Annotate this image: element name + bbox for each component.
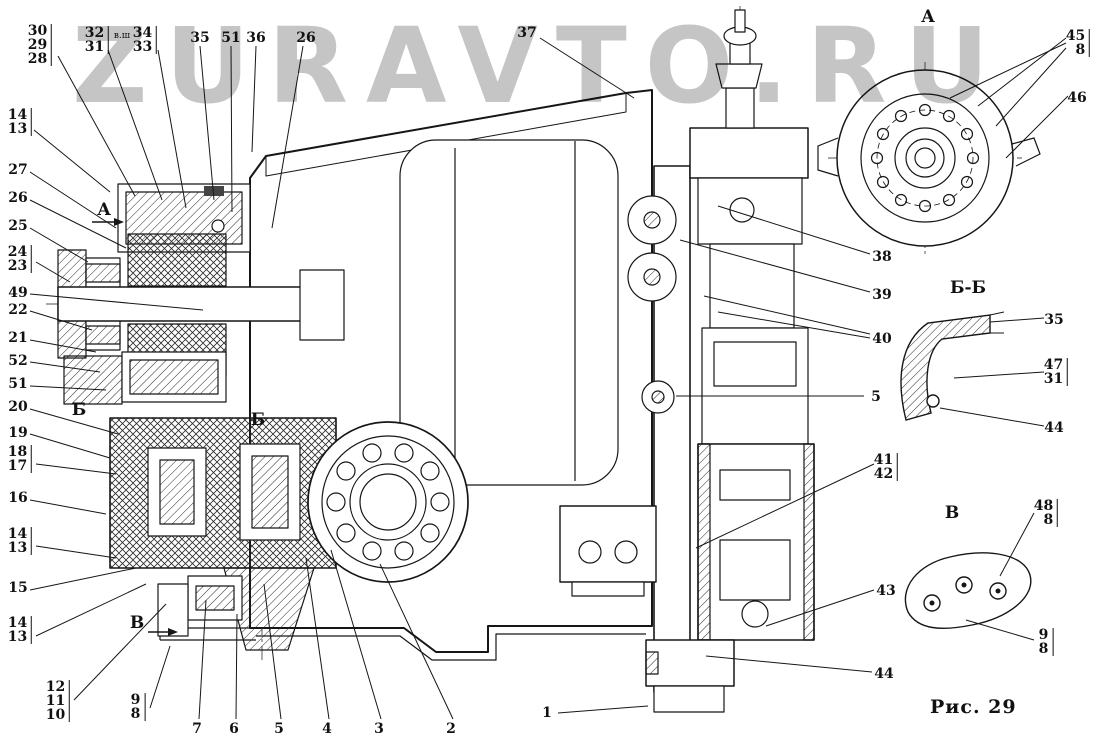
main-gear-block bbox=[109, 417, 337, 569]
leader-line bbox=[999, 512, 1035, 577]
leader-line bbox=[29, 310, 93, 331]
detail-view-a-drawing bbox=[817, 62, 1041, 254]
input-shaft-assembly bbox=[57, 233, 345, 405]
leader-line bbox=[35, 545, 117, 559]
leader-line bbox=[29, 361, 101, 373]
leader-line bbox=[35, 583, 147, 637]
leader-line bbox=[33, 129, 111, 193]
leader-line bbox=[199, 45, 215, 201]
leader-line bbox=[965, 619, 1035, 641]
leader-line bbox=[29, 567, 137, 591]
leader-line bbox=[953, 371, 1045, 379]
leader-line bbox=[29, 293, 204, 311]
main-ball-bearing bbox=[307, 421, 469, 583]
leader-line bbox=[949, 42, 1067, 99]
watermark: ZURAVTO.RU bbox=[72, 5, 1007, 127]
leader-line bbox=[157, 49, 187, 209]
figure-caption: Рис. 29 bbox=[930, 696, 1017, 718]
leader-line bbox=[29, 433, 111, 459]
leader-line bbox=[1005, 95, 1069, 159]
leader-line bbox=[57, 55, 136, 197]
leader-line bbox=[29, 499, 107, 515]
detail-view-v-drawing bbox=[904, 552, 1032, 629]
right-pump-assembly bbox=[627, 127, 815, 693]
leader-line bbox=[149, 645, 171, 709]
leader-line bbox=[557, 705, 649, 714]
detail-view-bb-drawing bbox=[900, 311, 1005, 421]
leader-line bbox=[29, 199, 127, 249]
leader-line bbox=[29, 408, 119, 435]
leader-line bbox=[379, 563, 454, 720]
lower-left-pump bbox=[559, 505, 657, 597]
leader-line bbox=[717, 205, 871, 255]
leader-line bbox=[989, 317, 1045, 323]
breather-cap bbox=[715, 9, 763, 129]
leader-line bbox=[35, 463, 117, 475]
leader-line bbox=[679, 239, 871, 293]
leader-line bbox=[251, 45, 257, 153]
leader-line bbox=[263, 583, 282, 720]
leader-line bbox=[29, 227, 89, 263]
mounting-foot bbox=[645, 639, 735, 713]
leader-line bbox=[29, 339, 97, 353]
leader-line bbox=[995, 47, 1067, 127]
view-direction-arrows bbox=[92, 218, 178, 636]
leader-lines bbox=[29, 37, 1069, 720]
leader-line bbox=[765, 589, 875, 627]
leader-line bbox=[107, 49, 163, 201]
leader-line bbox=[29, 171, 117, 229]
bevel-pinion bbox=[157, 567, 315, 651]
leader-line bbox=[235, 613, 238, 720]
leader-line bbox=[271, 45, 304, 229]
leader-line bbox=[695, 463, 875, 549]
leader-line bbox=[705, 655, 873, 673]
leader-line bbox=[977, 37, 1067, 107]
leader-line bbox=[539, 37, 635, 99]
leader-line bbox=[35, 261, 71, 283]
leader-line bbox=[230, 45, 233, 213]
leader-line bbox=[73, 603, 167, 701]
leader-line bbox=[198, 599, 207, 720]
leader-line bbox=[717, 311, 871, 339]
leader-line bbox=[29, 385, 107, 391]
main-assembly-drawing bbox=[46, 6, 815, 713]
leader-line bbox=[330, 549, 382, 720]
leader-line bbox=[939, 407, 1045, 427]
leader-line bbox=[305, 557, 330, 720]
leader-line bbox=[703, 295, 871, 335]
